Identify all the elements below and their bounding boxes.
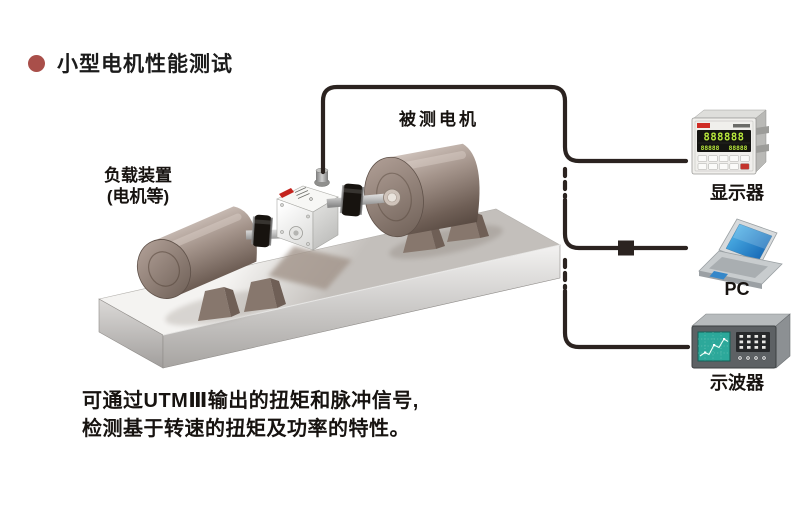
laptop-touchpad xyxy=(709,271,728,280)
load-device-label: 负载装置 (电机等) xyxy=(92,165,184,207)
meter-buttons xyxy=(697,155,750,170)
meter-red-button xyxy=(740,163,750,170)
page-title: 小型电机性能测试 xyxy=(57,53,233,76)
laptop-keyboard xyxy=(709,257,768,278)
right-coupling xyxy=(339,183,365,217)
oscilloscope-buttons xyxy=(739,335,766,349)
oscilloscope-knobs xyxy=(737,355,767,361)
caption-line1: 可通过UTMⅢ输出的扭矩和脉冲信号, xyxy=(82,390,419,412)
pc-device-label: PC xyxy=(724,279,750,299)
oscilloscope-icon xyxy=(691,313,791,369)
meter-digits-main: 888888 xyxy=(704,132,745,144)
sensor-red-label xyxy=(279,188,294,198)
cable-branch-pc xyxy=(562,197,689,251)
tested-motor-label: 被测电机 xyxy=(399,110,479,129)
panel-meter-icon: 888888 88888 88888 xyxy=(691,109,769,175)
signal-cable xyxy=(320,84,691,350)
left-coupling xyxy=(251,214,273,248)
caption: 可通过UTMⅢ输出的扭矩和脉冲信号, 检测基于转速的扭矩及功率的特性。 xyxy=(82,387,419,443)
display-device-label: 显示器 xyxy=(710,183,764,203)
load-motor xyxy=(136,206,286,321)
sensor-shadow xyxy=(268,246,352,290)
meter-digits-sub-right: 88888 xyxy=(729,145,748,152)
torque-sensor xyxy=(276,167,339,251)
load-device-label-line2: (电机等) xyxy=(106,187,170,206)
motor-face-ring xyxy=(148,251,180,287)
sensor-label-text-lines xyxy=(294,187,310,199)
meter-logo xyxy=(697,123,710,128)
right-shaft xyxy=(326,183,401,217)
inline-connector-square xyxy=(618,240,634,256)
oscilloscope-button-panel xyxy=(736,332,770,352)
meter-digits-sub-left: 88888 xyxy=(701,145,720,152)
laptop-icon xyxy=(698,218,783,289)
meter-model-text xyxy=(733,124,750,128)
load-device-label-line1: 负载装置 xyxy=(104,166,172,185)
title-bullet-icon xyxy=(28,55,45,72)
oscilloscope-screen xyxy=(697,331,731,362)
sensor-screws xyxy=(280,203,310,246)
cable-branch-display xyxy=(320,84,689,175)
tested-motor xyxy=(364,143,489,253)
cable-branch-oscilloscope xyxy=(562,288,691,350)
meter-display-window xyxy=(697,130,751,152)
caption-line2: 检测基于转速的扭矩及功率的特性。 xyxy=(82,418,410,440)
cable-connector xyxy=(314,167,330,187)
oscilloscope-device-label: 示波器 xyxy=(710,373,764,393)
